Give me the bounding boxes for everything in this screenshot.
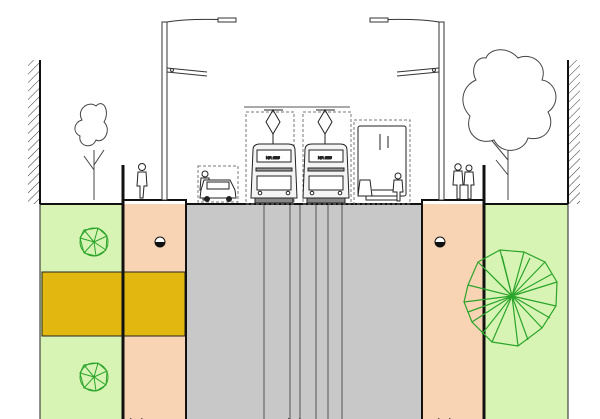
wall-hatch-icon bbox=[567, 60, 580, 204]
shrub-icon bbox=[463, 249, 558, 347]
manhole-cover-icon bbox=[154, 236, 166, 248]
pedestrian-icon bbox=[463, 164, 475, 200]
wall-hatch-icon bbox=[28, 60, 41, 204]
pantograph-icon bbox=[264, 109, 283, 145]
pantograph-icon bbox=[316, 109, 335, 145]
crossing-band bbox=[41, 271, 186, 337]
right-dimension-label: (...) bbox=[436, 417, 453, 419]
tram-icon: NR ### bbox=[250, 143, 298, 204]
svg-text:NR ###: NR ### bbox=[266, 155, 280, 160]
right-footpath bbox=[422, 204, 484, 419]
pedestrian-icon bbox=[136, 163, 148, 199]
elevation-view: NR ### NR ### bbox=[28, 17, 580, 205]
left-dimension-label: (...) bbox=[128, 417, 145, 419]
street-lamp-icon bbox=[161, 17, 237, 201]
shrub-icon bbox=[79, 227, 109, 257]
pedestrian-icon bbox=[452, 163, 464, 200]
car-icon bbox=[197, 165, 239, 203]
tree-icon bbox=[462, 49, 557, 200]
pedestrian-icon bbox=[392, 172, 404, 202]
tram-rails bbox=[263, 204, 343, 419]
tree-icon bbox=[74, 103, 108, 200]
tram-icon: NR ### bbox=[302, 143, 350, 204]
center-dimension-label: (...) bbox=[286, 417, 303, 419]
delivery-van-icon bbox=[353, 119, 411, 205]
plan-view bbox=[39, 204, 569, 419]
manhole-cover-icon bbox=[434, 236, 446, 248]
carriageway bbox=[186, 204, 422, 419]
street-lamp-icon bbox=[369, 17, 445, 201]
shrub-icon bbox=[79, 362, 109, 392]
svg-text:NR ###: NR ### bbox=[318, 155, 332, 160]
ground-line bbox=[40, 199, 568, 205]
